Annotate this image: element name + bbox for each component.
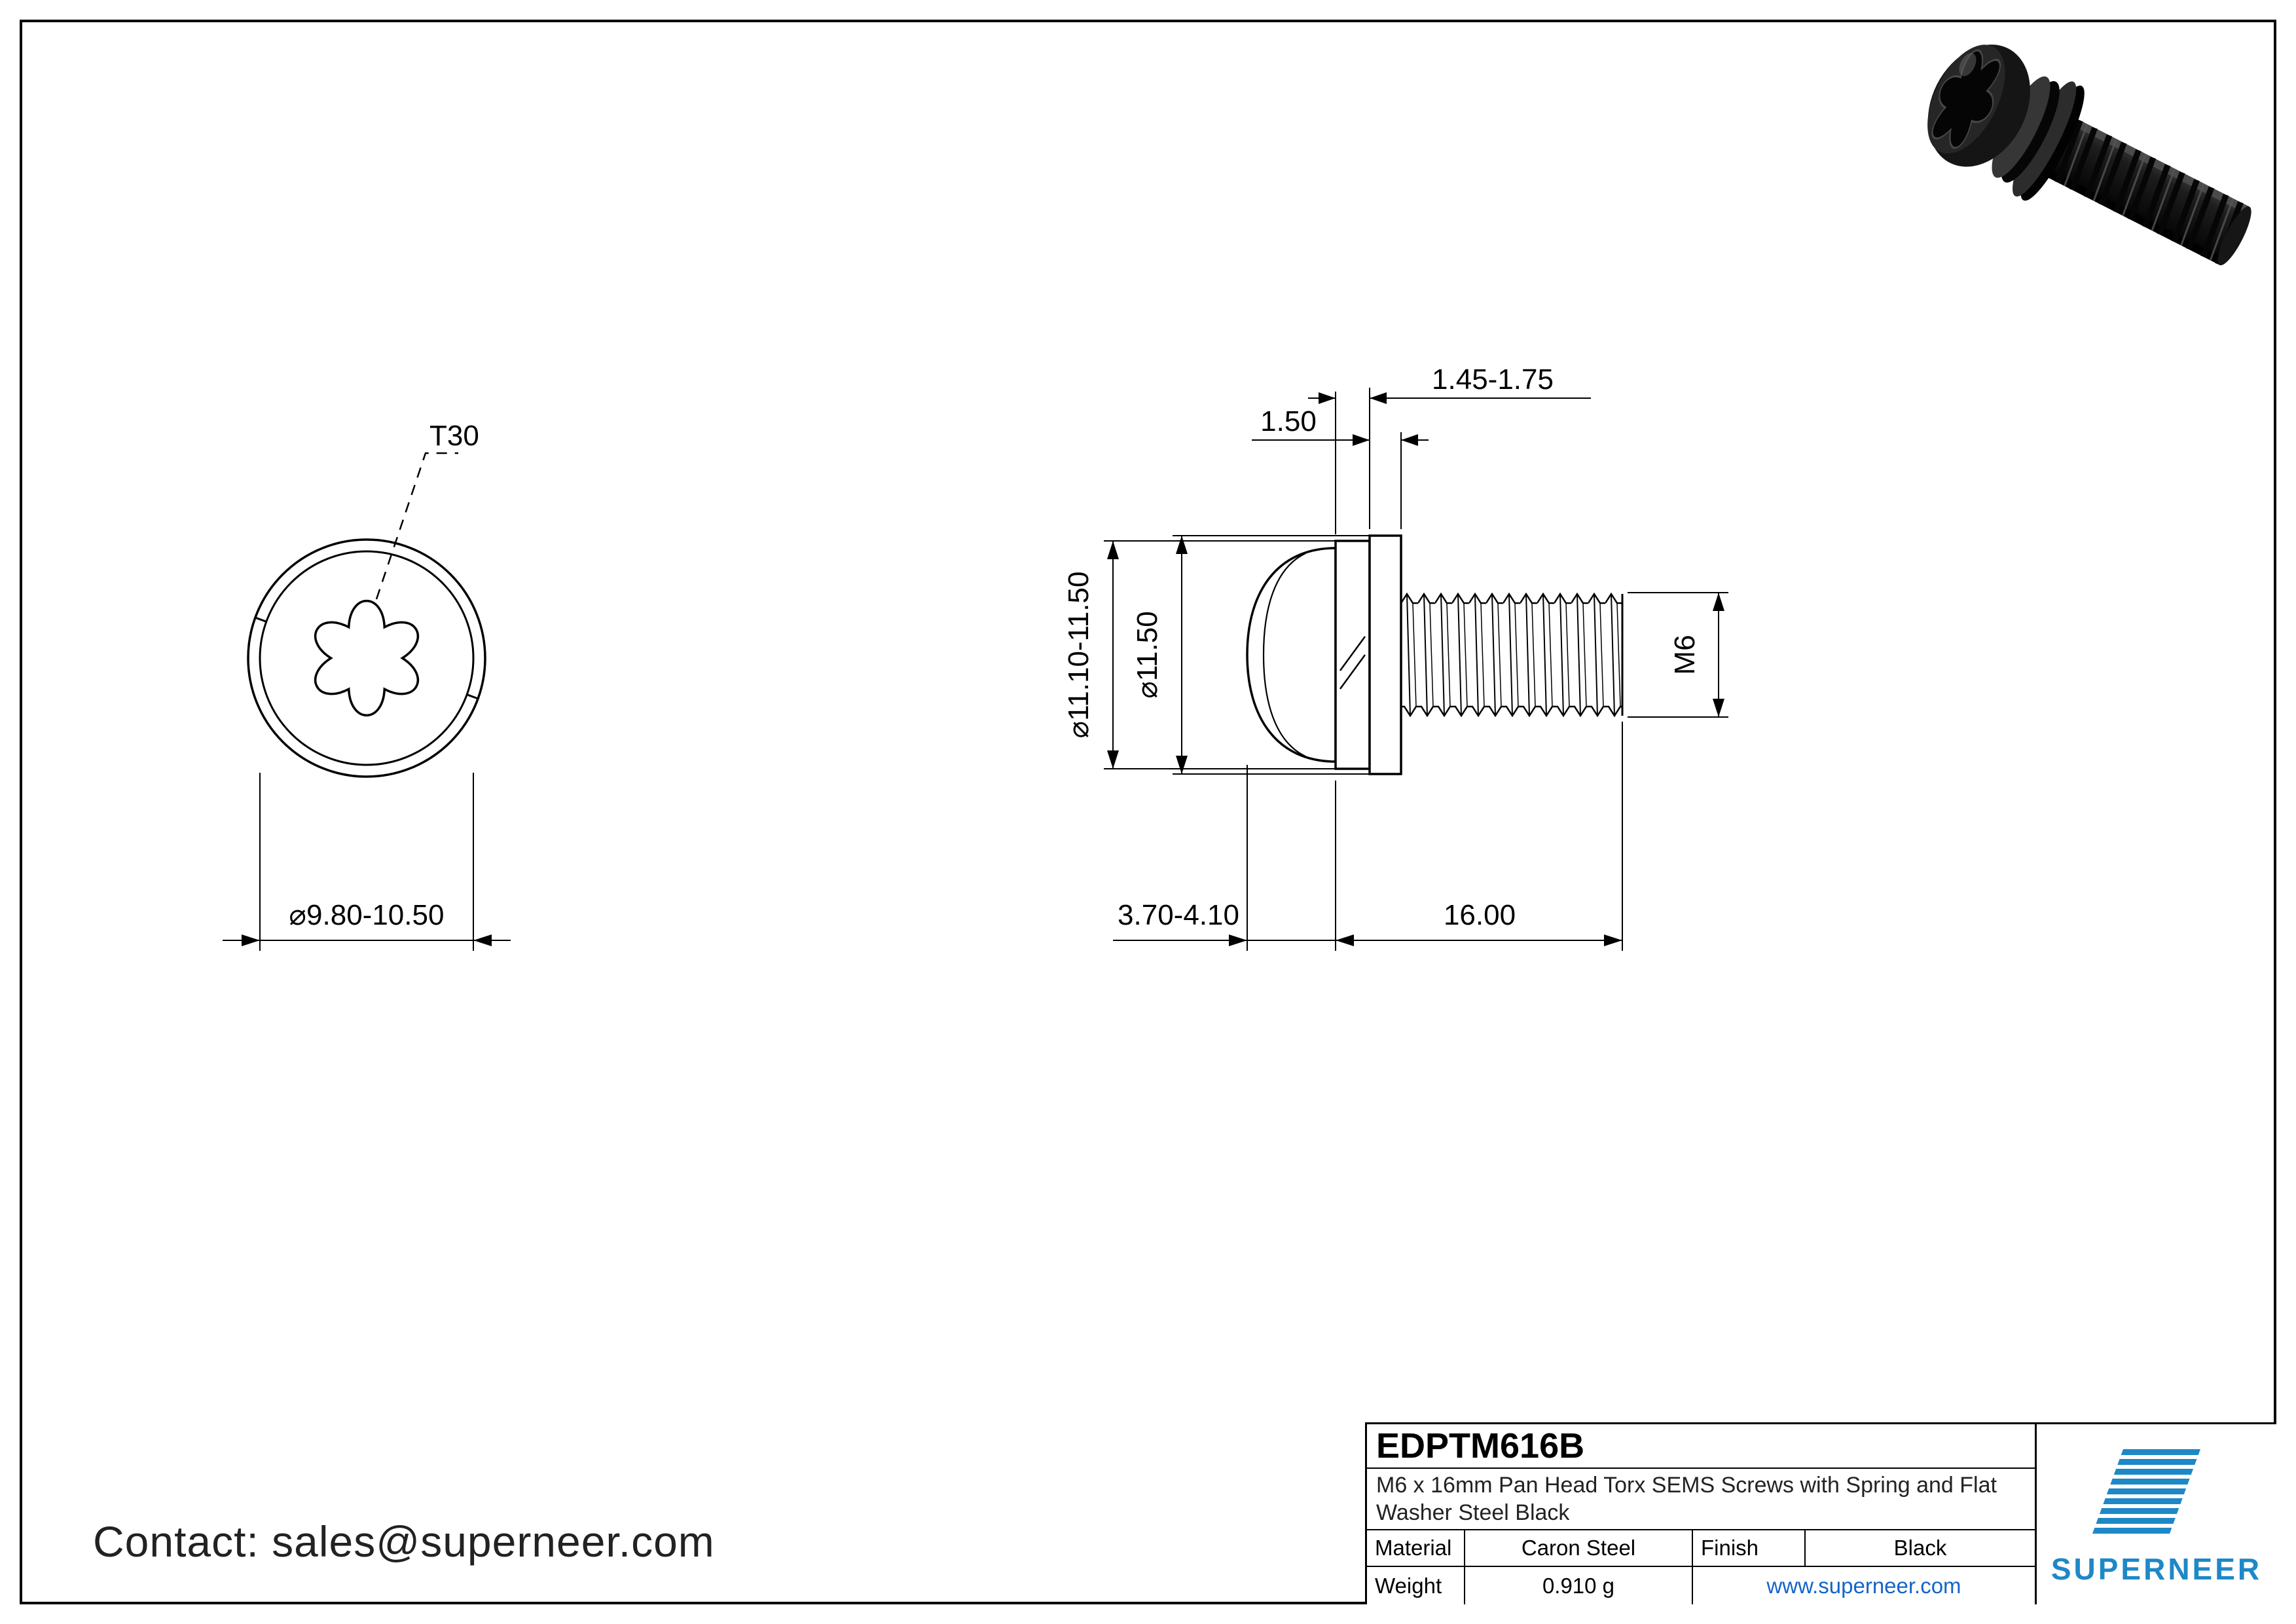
dim-head-height-and-length: 3.70-4.10 16.00 bbox=[1113, 722, 1623, 951]
pan-head-dome-line bbox=[1262, 553, 1306, 757]
dim-flat-washer-thickness: 1.50 bbox=[1252, 405, 1429, 529]
brand-name: SUPERNEER bbox=[2050, 1551, 2263, 1586]
brand-logo-area: SUPERNEER bbox=[2035, 1424, 2276, 1604]
spring-washer-od-label: ⌀11.10-11.50 bbox=[1063, 572, 1095, 739]
part-description: M6 x 16mm Pan Head Torx SEMS Screws with… bbox=[1367, 1469, 2035, 1530]
sheet-border bbox=[20, 20, 2276, 1604]
torx-recess-outline bbox=[314, 599, 420, 717]
flat-washer-thickness-label: 1.50 bbox=[1260, 405, 1317, 437]
dim-thread-size: M6 bbox=[1628, 592, 1728, 718]
specular-highlight bbox=[1959, 52, 1977, 77]
website-link[interactable]: www.superneer.com bbox=[1766, 1573, 1961, 1598]
spring-washer-split bbox=[1339, 654, 1366, 690]
head-diameter-label: ⌀9.80-10.50 bbox=[289, 899, 445, 931]
head-height-label: 3.70-4.10 bbox=[1118, 899, 1239, 931]
contact-text: Contact: sales@superneer.com bbox=[93, 1517, 715, 1566]
title-block-table: EDPTM616B M6 x 16mm Pan Head Torx SEMS S… bbox=[1367, 1424, 2035, 1604]
title-block: EDPTM616B M6 x 16mm Pan Head Torx SEMS S… bbox=[1365, 1422, 2276, 1604]
thread-size-label: M6 bbox=[1669, 635, 1701, 674]
front-view bbox=[247, 538, 486, 778]
dim-flat-washer-od: ⌀11.50 bbox=[1131, 535, 1400, 775]
threaded-shaft bbox=[1401, 593, 1622, 717]
finish-value: Black bbox=[1893, 1536, 1947, 1560]
flat-washer-od-label: ⌀11.50 bbox=[1131, 611, 1163, 698]
weight-value: 0.910 g bbox=[1465, 1567, 1693, 1604]
leader-line bbox=[375, 452, 458, 600]
dim-head-diameter: ⌀9.80-10.50 bbox=[223, 773, 511, 951]
side-view bbox=[1246, 534, 1624, 775]
screw-tip bbox=[2217, 206, 2251, 266]
spring-washer-thickness-label: 1.45-1.75 bbox=[1432, 363, 1554, 396]
torx-callout: T30 bbox=[375, 420, 479, 600]
brand-logo bbox=[2092, 1449, 2200, 1534]
spring-washer-split bbox=[1339, 636, 1366, 671]
material-finish-row: Material Caron Steel Finish Black bbox=[1367, 1530, 2035, 1567]
flat-washer-face-3d bbox=[2013, 81, 2077, 197]
dim-spring-washer-thickness: 1.45-1.75 bbox=[1308, 363, 1591, 534]
finish-label: Finish bbox=[1693, 1530, 1806, 1566]
flat-washer-profile bbox=[1368, 534, 1402, 775]
thread-length-label: 16.00 bbox=[1444, 899, 1516, 931]
product-photo-3d-screw bbox=[1918, 42, 2251, 266]
weight-website-row: Weight 0.910 g www.superneer.com bbox=[1367, 1567, 2035, 1604]
flat-washer-outline bbox=[247, 538, 486, 778]
dim-spring-washer-od: ⌀11.10-11.50 bbox=[1063, 540, 1368, 769]
material-label: Material bbox=[1367, 1530, 1465, 1566]
spring-washer-split-mark bbox=[255, 616, 267, 623]
head-outline bbox=[259, 550, 475, 766]
brand-logo-stripes bbox=[2092, 1449, 2200, 1534]
torx-size-label: T30 bbox=[429, 420, 479, 452]
spring-washer-split-mark bbox=[466, 693, 479, 700]
weight-label: Weight bbox=[1367, 1567, 1465, 1604]
thread-highlights bbox=[2064, 123, 2234, 261]
part-number: EDPTM616B bbox=[1367, 1424, 2035, 1469]
pan-head-profile bbox=[1246, 547, 1337, 763]
material-value: Caron Steel bbox=[1465, 1530, 1693, 1566]
